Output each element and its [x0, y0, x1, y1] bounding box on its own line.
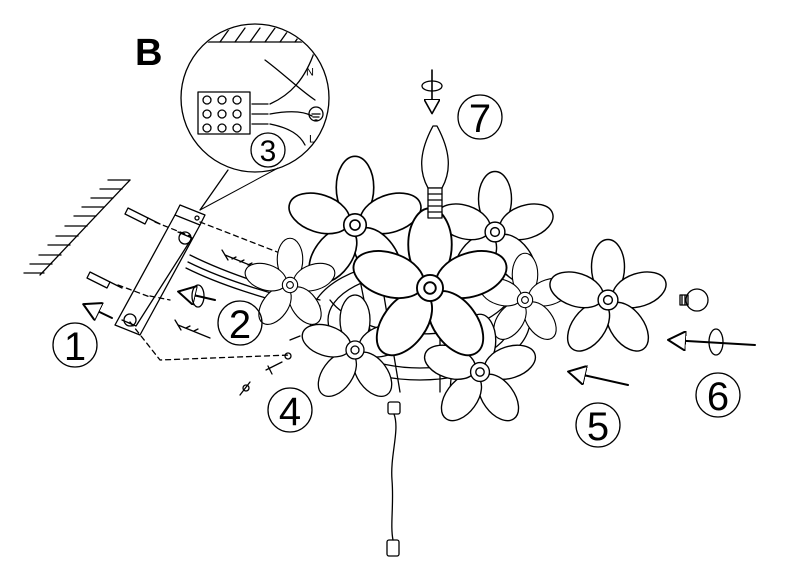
wall-plug-icon — [86, 207, 161, 289]
small-bulb-icon — [679, 288, 709, 312]
arrow-1 — [85, 305, 113, 318]
mounting-bracket — [114, 204, 206, 336]
terminal-detail-callout — [180, 23, 330, 211]
step-number-5: 5 — [586, 405, 610, 449]
flower-shades — [241, 155, 574, 429]
screw-icon — [174, 249, 263, 339]
step-number-4: 4 — [278, 390, 302, 434]
bulb-icon — [421, 125, 449, 219]
detached-flower — [544, 238, 672, 360]
screw-nut-parts — [239, 335, 301, 396]
arrow-5 — [570, 372, 629, 386]
pull-chain — [386, 401, 401, 557]
wall-hatching — [23, 179, 131, 276]
rotate-down-arrow — [421, 69, 443, 112]
step-number-1: 1 — [63, 325, 87, 369]
step-number-3: 3 — [259, 135, 277, 168]
arrow-6 — [670, 328, 756, 356]
step-number-7: 7 — [468, 97, 492, 141]
step-circles — [52, 94, 741, 448]
step-number-6: 6 — [706, 375, 730, 419]
step-number-2: 2 — [228, 303, 252, 347]
section-letter: B — [135, 32, 163, 74]
wire-label-live: L — [308, 133, 316, 146]
arrow-2 — [180, 284, 216, 308]
alignment-lines — [117, 221, 291, 361]
wire-label-neutral: N — [306, 66, 314, 79]
